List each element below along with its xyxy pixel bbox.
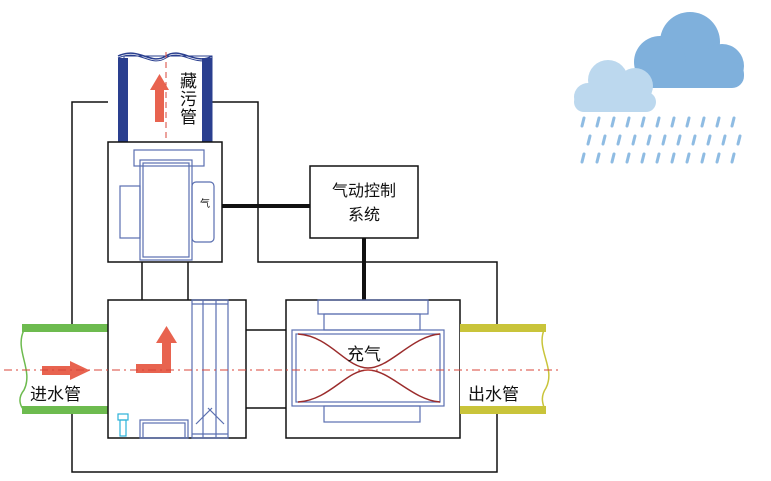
- rain-drop: [580, 116, 586, 128]
- rain-drop: [601, 134, 607, 146]
- cloud-front: [574, 60, 656, 112]
- gate-mechanism: [139, 299, 229, 439]
- cloud-back: [634, 12, 744, 88]
- rain-drops: [580, 116, 742, 164]
- valve-side-label: 气: [198, 197, 210, 208]
- rain-drop: [691, 134, 697, 146]
- rain-drop: [655, 116, 661, 128]
- rain-drop: [715, 152, 721, 164]
- rain-drop: [700, 152, 706, 164]
- rain-drop: [676, 134, 682, 146]
- rain-drop: [721, 134, 727, 146]
- flow-arrow-up-icon: [150, 74, 169, 122]
- rain-drop: [586, 134, 592, 146]
- bladder-chamber: 充气: [285, 299, 461, 439]
- valve-box: 气: [107, 141, 223, 263]
- rain-drop: [661, 134, 667, 146]
- inlet-pipe-label: 进水管: [30, 385, 81, 405]
- outlet-pipe: 出水管: [460, 324, 550, 414]
- control-label-line2: 系统: [348, 205, 380, 224]
- rain-drop: [646, 134, 652, 146]
- outlet-pipe-label: 出水管: [468, 385, 519, 405]
- rain-drop: [655, 152, 661, 164]
- sensor-icon: [117, 413, 129, 437]
- rain-drop: [706, 134, 712, 146]
- rain-drop: [685, 152, 691, 164]
- flow-arrow-turn-icon: [136, 326, 177, 373]
- rain-drop: [670, 116, 676, 128]
- rain-drop: [580, 152, 586, 164]
- rain-drop: [700, 116, 706, 128]
- rain-drop: [595, 116, 601, 128]
- sewage-pipe: 藏污管: [117, 52, 213, 143]
- rain-drop: [595, 152, 601, 164]
- rain-drop: [631, 134, 637, 146]
- pneumatic-control-system: 气动控制 系统: [309, 165, 419, 239]
- rain-cloud-icon: [574, 12, 744, 164]
- rain-drop: [610, 152, 616, 164]
- rain-drop: [640, 116, 646, 128]
- inflate-label: 充气: [347, 345, 381, 365]
- sewage-pipe-label: 藏污管: [176, 72, 197, 126]
- control-label-line1: 气动控制: [332, 181, 396, 200]
- rain-drop: [616, 134, 622, 146]
- inlet-pipe: 进水管: [19, 324, 108, 414]
- inlet-chamber: [107, 299, 247, 439]
- rain-drop: [625, 116, 631, 128]
- rain-drop: [736, 134, 742, 146]
- rain-drop: [625, 152, 631, 164]
- rain-drop: [640, 152, 646, 164]
- rain-drop: [670, 152, 676, 164]
- rain-drop: [730, 116, 736, 128]
- rain-drop: [715, 116, 721, 128]
- rain-drop: [730, 152, 736, 164]
- rain-drop: [685, 116, 691, 128]
- rain-drop: [610, 116, 616, 128]
- valve-icon: [119, 149, 215, 261]
